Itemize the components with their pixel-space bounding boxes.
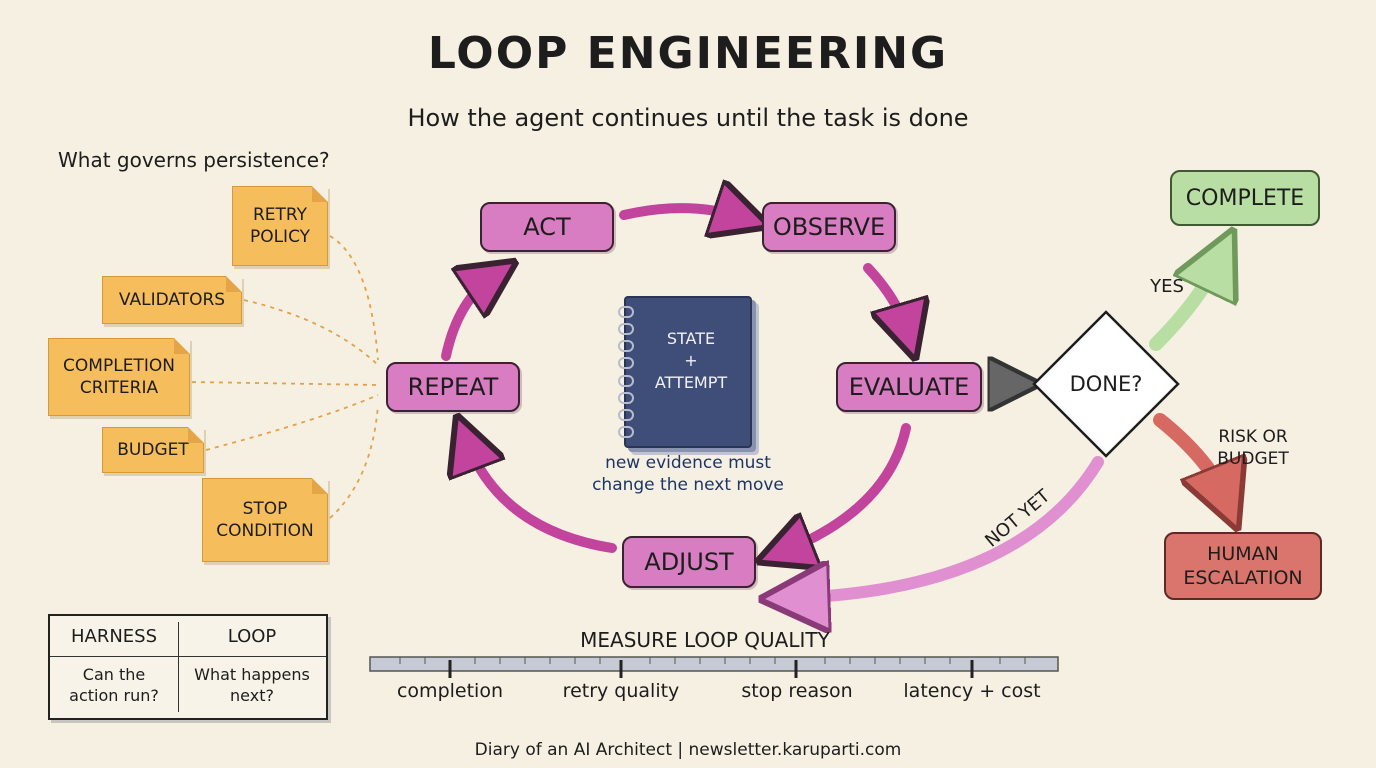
- factor-connectors: [191, 235, 379, 519]
- step-observe: OBSERVE: [762, 202, 896, 252]
- decision-label: DONE?: [1069, 372, 1143, 396]
- arrow-repeat-to-act: [441, 276, 494, 361]
- measure-tick-latency-cost: latency + cost: [903, 680, 1041, 702]
- arrow-not-yet: [792, 456, 1104, 598]
- note-retry-policy: RETRY POLICY: [232, 186, 328, 266]
- notebook-line-attempt: ATTEMPT: [654, 373, 728, 392]
- notebook-spiral-icon: [618, 306, 634, 438]
- measure-title: MEASURE LOOP QUALITY: [580, 628, 830, 652]
- arrow-yes: [1149, 258, 1220, 351]
- measure-tick-retry-quality: retry quality: [562, 680, 680, 702]
- arrow-observe-to-evaluate: [863, 263, 908, 334]
- yes-label: YES: [1150, 276, 1184, 297]
- note-budget: BUDGET: [102, 427, 204, 473]
- step-act: ACT: [480, 202, 614, 252]
- state-notebook: STATE + ATTEMPT: [618, 296, 752, 448]
- notebook-line-state: STATE: [666, 329, 716, 348]
- step-evaluate: EVALUATE: [836, 362, 982, 412]
- step-repeat: REPEAT: [386, 362, 520, 412]
- decision-diamond: [1032, 310, 1180, 458]
- outcome-complete: COMPLETE: [1170, 170, 1320, 226]
- notebook-line-plus: +: [684, 351, 698, 370]
- note-validators: VALIDATORS: [102, 276, 242, 324]
- note-completion-criteria: COMPLETION CRITERIA: [48, 338, 190, 416]
- outcome-human-escalation: HUMAN ESCALATION: [1164, 532, 1322, 600]
- step-adjust: ADJUST: [622, 536, 756, 588]
- table-cell-loop: What happens next?: [194, 665, 310, 705]
- measure-tick-completion: completion: [396, 680, 503, 702]
- quality-ruler: [369, 656, 1059, 678]
- arrow-risk-or-budget: [1153, 413, 1226, 500]
- table-header-loop: LOOP: [227, 626, 277, 647]
- arrow-act-to-observe: [619, 208, 744, 218]
- note-stop-condition: STOP CONDITION: [202, 478, 328, 562]
- harness-loop-table: HARNESS LOOP Can the action run? What ha…: [48, 614, 328, 720]
- footer-credit: Diary of an AI Architect | newsletter.ka…: [474, 740, 902, 760]
- risk-or-budget-label: RISK OR BUDGET: [1217, 427, 1289, 469]
- page-subtitle: How the agent continues until the task i…: [407, 104, 969, 132]
- measure-tick-stop-reason: stop reason: [741, 680, 853, 702]
- arrow-adjust-to-repeat: [466, 440, 617, 553]
- table-cell-harness: Can the action run?: [69, 665, 159, 705]
- arrow-evaluate-to-adjust: [782, 423, 911, 552]
- notebook-caption: new evidence must change the next move: [592, 453, 784, 495]
- table-header-harness: HARNESS: [70, 626, 158, 647]
- persistence-question: What governs persistence?: [58, 148, 330, 172]
- page-title: LOOP ENGINEERING: [427, 28, 949, 79]
